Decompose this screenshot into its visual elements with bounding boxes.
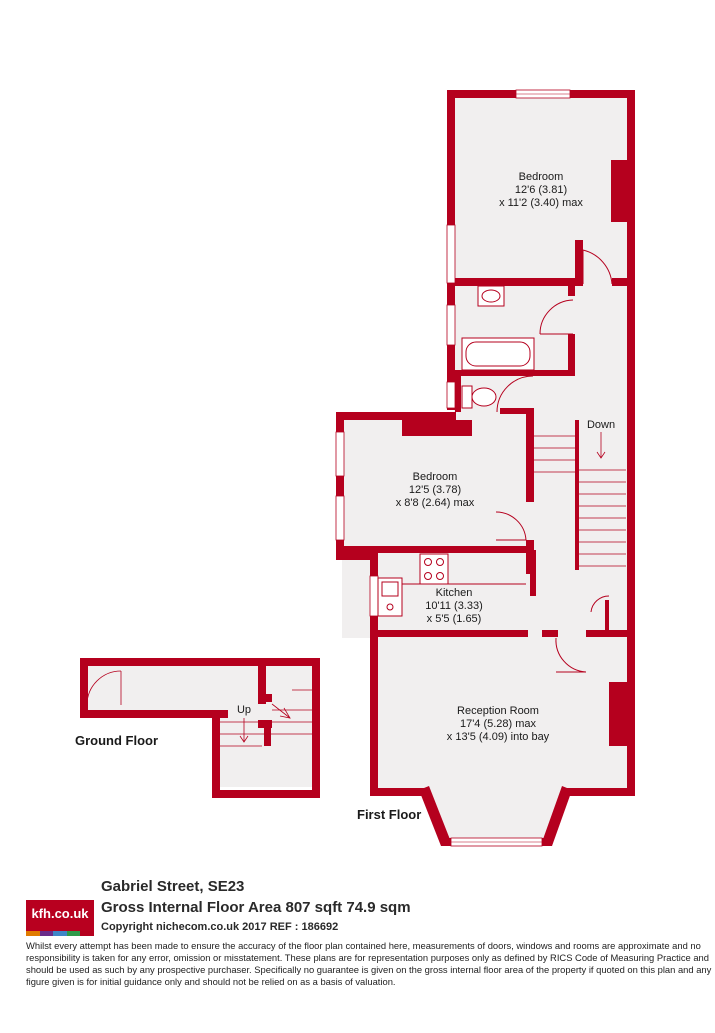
doors: [495, 249, 613, 673]
reception-dim1: 17'4 (5.28) max: [460, 718, 537, 730]
ground-floor-label: Ground Floor: [75, 733, 158, 748]
logo-text: kfh.co.uk: [31, 906, 89, 921]
property-address: Gabriel Street, SE23: [101, 878, 245, 895]
kitchen-name: Kitchen: [436, 587, 473, 599]
floor-area: Gross Internal Floor Area 807 sqft 74.9 …: [101, 899, 411, 916]
fixtures: [377, 285, 535, 617]
kitchen-dim2: x 5'5 (1.65): [427, 613, 482, 625]
stairs-up-label: Up: [237, 704, 251, 716]
bedroom2-name: Bedroom: [413, 471, 458, 483]
chimney-breasts: [402, 160, 627, 746]
toilet-icon: [461, 385, 473, 409]
stairs-down-label: Down: [587, 419, 615, 431]
first-floor-label: First Floor: [357, 807, 421, 822]
kfh-logo: kfh.co.uk: [26, 900, 94, 936]
stairs-down: [534, 432, 626, 567]
logo-color-strip: [26, 931, 94, 936]
internal-walls: [344, 240, 628, 640]
kitchen-dim1: 10'11 (3.33): [425, 600, 483, 612]
footer: kfh.co.uk Gabriel Street, SE23 Gross Int…: [0, 878, 715, 1033]
bedroom2-dim2: x 8'8 (2.64) max: [396, 497, 475, 509]
bedroom1-name: Bedroom: [519, 171, 564, 183]
bedroom1-dim2: x 11'2 (3.40) max: [499, 197, 583, 209]
bedroom1-dim1: 12'6 (3.81): [515, 184, 567, 196]
floor-plan: Bedroom 12'6 (3.81) x 11'2 (3.40) max Be…: [75, 89, 635, 847]
reception-name: Reception Room: [457, 705, 539, 717]
reception-dim2: x 13'5 (4.09) into bay: [447, 731, 550, 743]
ground-floor-walls: [80, 658, 320, 798]
copyright: Copyright nichecom.co.uk 2017 REF : 1866…: [101, 921, 339, 933]
hob-icon: [419, 553, 449, 585]
bedroom2-dim1: 12'5 (3.78): [409, 484, 461, 496]
ground-floor-details: [86, 670, 312, 747]
disclaimer: Whilst every attempt has been made to en…: [26, 940, 712, 987]
ground-floor-fill: [87, 665, 312, 787]
